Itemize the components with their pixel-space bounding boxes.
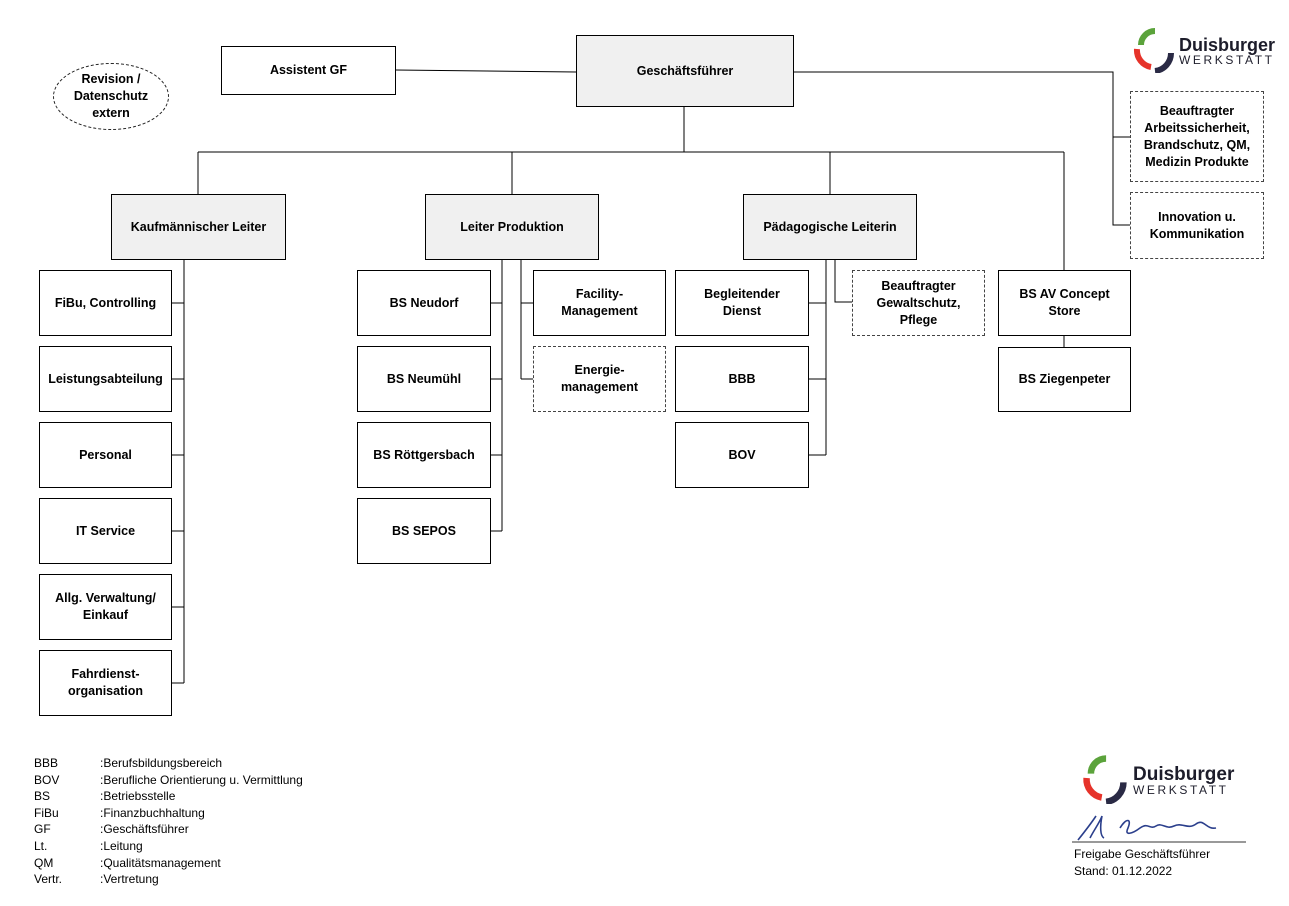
logo-mark-icon (1133, 28, 1175, 73)
kaufm-item-box: Allg. Verwaltung/ Einkauf (39, 574, 172, 640)
kaufm-item-label: IT Service (75, 523, 136, 538)
assistant-label: Assistent GF (269, 63, 348, 77)
legend-text: :Finanzbuchhaltung (100, 805, 205, 820)
safety-officer-label: Beauftragter Arbeitssicherheit, Brandsch… (1143, 103, 1251, 169)
legend-text: :Berufsbildungsbereich (100, 756, 223, 770)
signature (1072, 815, 1246, 843)
kaufm-head-box: Kaufmännischer Leiter (111, 194, 286, 260)
kaufm-head-label: Kaufmännischer Leiter (130, 219, 267, 234)
ceo-box: Geschäftsführer (576, 35, 794, 107)
legend-text: :Vertretung (100, 872, 159, 887)
kaufm-item-label: Fahrdienst- organisation (67, 667, 143, 698)
facility-label: Facility- Management (561, 287, 638, 318)
legend-text: :Qualitätsmanagement (100, 855, 221, 870)
production-item-label: BS Röttgersbach (373, 447, 475, 462)
kaufm-item-box: Leistungsabteilung (39, 346, 172, 412)
legend-row: GF :Geschäftsführer (34, 821, 303, 838)
legend-text: :Berufliche Orientierung u. Vermittlung (100, 772, 303, 787)
paed-item-label: Begleitender Dienst (704, 287, 780, 318)
kaufm-item-label: Personal (79, 447, 132, 462)
production-item-box: BS Neumühl (357, 346, 491, 412)
approval-date: Stand: 01.12.2022 (1074, 863, 1173, 878)
revision-ellipse: Revision / Datenschutz extern (53, 63, 169, 130)
legend-abbr: FiBu (34, 805, 59, 820)
ziegenpeter-box: BS Ziegenpeter (998, 347, 1131, 412)
logo-sub: WERKSTATT (1133, 782, 1229, 797)
production-item-label: BS Neudorf (389, 295, 459, 310)
energy-label: Energie- management (560, 363, 639, 394)
kaufm-item-box: FiBu, Controlling (39, 270, 172, 336)
abbreviation-legend: BBB :Berufsbildungsbereich BOV :Berufliche… (34, 755, 303, 888)
legend-abbr: BOV (34, 772, 60, 787)
approval-text: Freigabe Geschäftsführer (1074, 847, 1211, 861)
legend-row: Vertr. :Vertretung (34, 871, 303, 888)
legend-abbr: BBB (34, 756, 59, 770)
paed-item-box: BOV (675, 422, 809, 488)
company-logo-bottom: Duisburger WERKSTATT (1081, 752, 1234, 804)
legend-text: :Betriebsstelle (100, 789, 176, 804)
legend-row: BBB :Berufsbildungsbereich (34, 755, 303, 772)
kaufm-item-label: FiBu, Controlling (54, 295, 157, 310)
kaufm-item-label: Leistungsabteilung (48, 371, 163, 386)
assistant-box: Assistent GF (221, 46, 396, 95)
production-item-label: BS Neumühl (386, 371, 462, 386)
logo-name: Duisburger (1133, 763, 1235, 785)
paed-item-box: Begleitender Dienst (675, 270, 809, 336)
paed-item-label: BOV (728, 447, 756, 462)
legend-abbr: Vertr. (34, 872, 63, 887)
legend-text: :Geschäftsführer (100, 822, 189, 837)
kaufm-item-label: Allg. Verwaltung/ Einkauf (55, 591, 156, 622)
revision-label: Revision / Datenschutz extern (73, 72, 149, 120)
legend-abbr: QM (34, 855, 54, 870)
concept-store-label: BS AV Concept Store (1019, 287, 1110, 318)
paed-item-box: BBB (675, 346, 809, 412)
logo-mark-icon (1083, 755, 1127, 804)
innovation-box: Innovation u. Kommunikation (1130, 192, 1264, 259)
violence-officer-label: Beauftragter Gewaltschutz, Pflege (876, 278, 961, 327)
facility-box: Facility- Management (533, 270, 666, 336)
production-item-label: BS SEPOS (392, 523, 456, 538)
production-item-box: BS Neudorf (357, 270, 491, 336)
legend-row: QM :Qualitätsmanagement (34, 855, 303, 872)
legend-row: BOV :Berufliche Orientierung u. Vermittlu… (34, 772, 303, 789)
ceo-label: Geschäftsführer (636, 63, 734, 78)
production-head-label: Leiter Produktion (460, 219, 564, 234)
legend-abbr: BS (34, 789, 51, 804)
kaufm-item-box: Fahrdienst- organisation (39, 650, 172, 716)
legend-abbr: GF (34, 822, 51, 837)
logo-sub: WERKSTATT (1179, 52, 1275, 67)
safety-officer-box: Beauftragter Arbeitssicherheit, Brandsch… (1130, 91, 1264, 182)
legend-row: Lt. :Leitung (34, 838, 303, 855)
kaufm-item-box: IT Service (39, 498, 172, 564)
paed-item-label: BBB (728, 371, 756, 386)
ziegenpeter-label: BS Ziegenpeter (1018, 372, 1111, 386)
legend-abbr: Lt. (34, 838, 48, 853)
company-logo: Duisburger WERKSTATT (1133, 25, 1275, 73)
production-head-box: Leiter Produktion (425, 194, 599, 260)
paed-head-label: Pädagogische Leiterin (763, 219, 897, 234)
concept-store-box: BS AV Concept Store (998, 270, 1131, 336)
legend-text: :Leitung (100, 838, 143, 853)
legend-row: FiBu :Finanzbuchhaltung (34, 805, 303, 822)
innovation-label: Innovation u. Kommunikation (1149, 209, 1245, 241)
production-item-box: BS Röttgersbach (357, 422, 491, 488)
approval-footer: Freigabe Geschäftsführer Stand: 01.12.20… (1074, 846, 1210, 879)
legend-row: BS :Betriebsstelle (34, 788, 303, 805)
logo-name: Duisburger (1179, 34, 1276, 55)
paed-head-box: Pädagogische Leiterin (743, 194, 917, 260)
kaufm-item-box: Personal (39, 422, 172, 488)
production-item-box: BS SEPOS (357, 498, 491, 564)
energy-box: Energie- management (533, 346, 666, 412)
violence-officer-box: Beauftragter Gewaltschutz, Pflege (852, 270, 985, 336)
